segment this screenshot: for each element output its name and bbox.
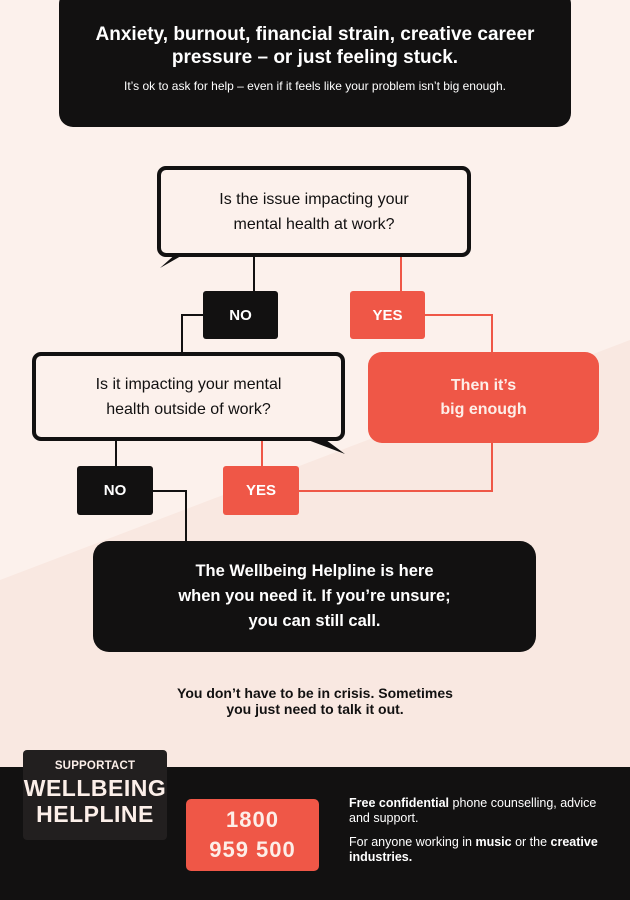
logo-line-1: WELLBEING — [23, 775, 167, 801]
result-line-1: The Wellbeing Helpline is here — [195, 562, 434, 580]
info-p2-mid: or the — [511, 835, 551, 849]
logo-line-2: HELPLINE — [36, 801, 154, 827]
logo-title: WELLBEING HELPLINE — [23, 775, 167, 827]
info-p2-creative: creative industries. — [349, 835, 598, 864]
footer-info: Free confidential phone counselling, adv… — [349, 796, 619, 874]
intro-subtext: It’s ok to ask for help – even if it fee… — [124, 79, 506, 93]
q1-no-tag: NO — [203, 291, 278, 339]
big-enough-line-2: big enough — [440, 400, 527, 418]
question-2-bubble: Is it impacting your mental health outsi… — [32, 352, 345, 441]
big-enough-line-1: Then it’s — [450, 376, 517, 394]
crisis-note-line-1: You don’t have to be in crisis. Sometime… — [177, 685, 453, 701]
crisis-note: You don’t have to be in crisis. Sometime… — [0, 685, 630, 717]
phone-line-2: 959 500 — [209, 837, 296, 862]
question-1-line-2: mental health at work? — [233, 216, 395, 233]
question-2-line-2: health outside of work? — [106, 401, 271, 418]
q2-no-tag: NO — [77, 466, 153, 515]
q1-yes-tag: YES — [350, 291, 425, 339]
info-paragraph-2: For anyone working in music or the creat… — [349, 835, 619, 865]
info-p1-bold: Free confidential — [349, 796, 450, 810]
q2-yes-tag: YES — [223, 466, 299, 515]
wellbeing-helpline-logo: SUPPORTACT WELLBEING HELPLINE — [23, 750, 167, 840]
phone-number-bubble[interactable]: 1800 959 500 — [186, 799, 319, 871]
result-line-3: you can still call. — [248, 612, 381, 630]
helpline-result-box: The Wellbeing Helpline is here when you … — [93, 541, 536, 652]
intro-headline: Anxiety, burnout, financial strain, crea… — [95, 24, 535, 68]
intro-banner: Anxiety, burnout, financial strain, crea… — [59, 0, 571, 127]
logo-brand: SUPPORTACT — [54, 760, 136, 772]
info-paragraph-1: Free confidential phone counselling, adv… — [349, 796, 619, 826]
phone-line-1: 1800 — [226, 807, 279, 832]
question-1-line-1: Is the issue impacting your — [219, 191, 409, 208]
crisis-note-line-2: you just need to talk it out. — [226, 701, 404, 717]
question-2-line-1: Is it impacting your mental — [95, 376, 282, 393]
info-p2-music: music — [475, 835, 512, 849]
big-enough-box: Then it’s big enough — [368, 352, 599, 443]
question-1-bubble: Is the issue impacting your mental healt… — [157, 166, 471, 257]
info-p2-start: For anyone working in — [349, 835, 476, 849]
result-line-2: when you need it. If you’re unsure; — [178, 587, 451, 605]
info-p1-rest: phone counselling, advice and support. — [349, 796, 597, 825]
